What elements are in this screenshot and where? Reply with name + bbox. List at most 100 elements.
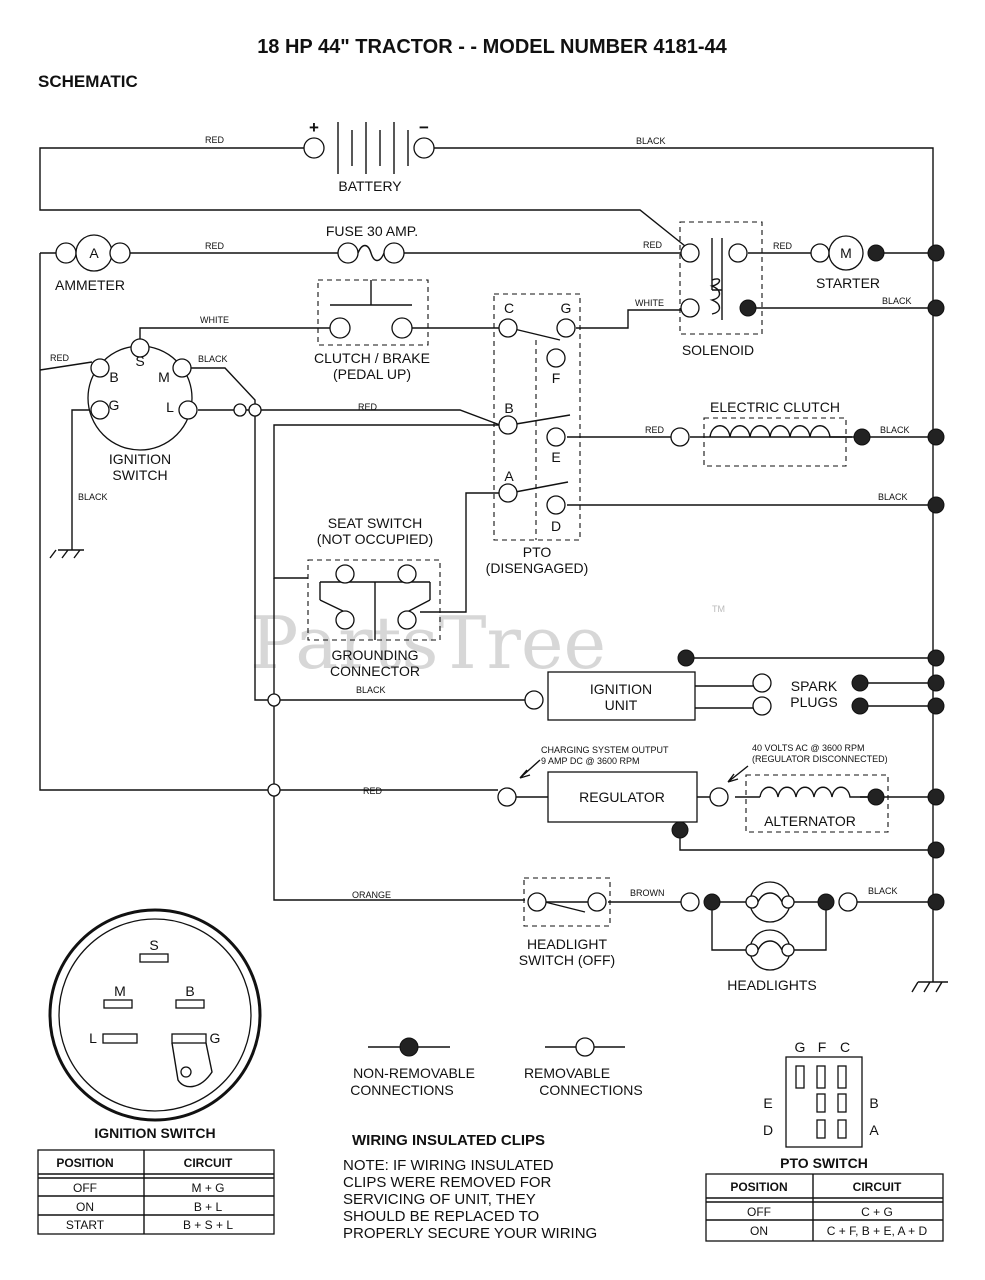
fuse: FUSE 30 AMP. <box>326 223 418 264</box>
electric-clutch: ELECTRIC CLUTCH <box>670 399 871 467</box>
ignition-table-cell: B + S + L <box>183 1218 233 1232</box>
volts-note-2: (REGULATOR DISCONNECTED) <box>752 754 888 764</box>
charging-note-2: 9 AMP DC @ 3600 RPM <box>541 756 640 766</box>
headlights: HEADLIGHTS <box>680 881 858 993</box>
pto-label-1: PTO <box>523 544 552 560</box>
ignition-switch-face: S M B L G <box>48 908 262 1122</box>
wire-label-red: RED <box>643 240 663 250</box>
pto-table-title: PTO SWITCH <box>780 1155 868 1171</box>
spark-plugs-label-2: PLUGS <box>790 694 837 710</box>
pto-face-f: F <box>818 1039 827 1055</box>
clips-note: WIRING INSULATED CLIPS NOTE: IF WIRING I… <box>343 1132 597 1242</box>
clips-note-line: CLIPS WERE REMOVED FOR <box>343 1174 552 1191</box>
battery-label: BATTERY <box>338 178 402 194</box>
ignition-table-cell: B + L <box>194 1200 223 1214</box>
pto-table-cell: ON <box>750 1224 768 1238</box>
solenoid: SOLENOID <box>679 221 763 358</box>
wire-label-red: RED <box>205 241 225 251</box>
pto-face-a: A <box>869 1122 879 1138</box>
pto-terminal-b: B <box>504 400 513 416</box>
ignition-switch-label-2: SWITCH <box>112 467 167 483</box>
alternator-label: ALTERNATOR <box>764 813 856 829</box>
ignition-table-cell: OFF <box>73 1181 97 1195</box>
wire-label-black: BLACK <box>878 492 908 502</box>
seat-switch-label-1: SEAT SWITCH <box>328 515 422 531</box>
terminal-s: S <box>135 353 144 369</box>
pto-table-cell: C + F, B + E, A + D <box>827 1224 928 1238</box>
ignition-unit-label-1: IGNITION <box>590 681 652 697</box>
pto-face-b: B <box>869 1095 878 1111</box>
ignition-switch-table: IGNITION SWITCH POSITION CIRCUIT OFF M +… <box>37 1125 275 1235</box>
wire-label-red: RED <box>363 786 383 796</box>
pto-table-cell: OFF <box>747 1205 771 1219</box>
wire-label-red: RED <box>358 402 378 412</box>
ignition-table-header-circuit: CIRCUIT <box>184 1156 233 1170</box>
legend-non-removable-2: CONNECTIONS <box>350 1082 453 1098</box>
pto-terminal-e: E <box>551 449 560 465</box>
legend: NON-REMOVABLE CONNECTIONS REMOVABLE CONN… <box>350 1037 643 1098</box>
face-terminal-l: L <box>89 1030 97 1046</box>
wire-label-brown: BROWN <box>630 888 665 898</box>
wire-label-white: WHITE <box>635 298 664 308</box>
headlight-switch: HEADLIGHT SWITCH (OFF) <box>519 892 615 968</box>
legend-non-removable-1: NON-REMOVABLE <box>353 1065 475 1081</box>
seat-switch-label-2: (NOT OCCUPIED) <box>317 531 433 547</box>
ignition-table-cell: ON <box>76 1200 94 1214</box>
pto-face-g: G <box>795 1039 806 1055</box>
headlights-label: HEADLIGHTS <box>727 977 816 993</box>
ammeter-symbol: A <box>89 245 99 261</box>
starter: M STARTER <box>810 235 885 291</box>
ignition-table-header-position: POSITION <box>56 1156 113 1170</box>
regulator-label: REGULATOR <box>579 789 665 805</box>
wire-label-orange: ORANGE <box>352 890 391 900</box>
terminal-g: G <box>109 397 120 413</box>
pto-face-e: E <box>763 1095 772 1111</box>
face-terminal-m: M <box>114 983 126 999</box>
face-terminal-g: G <box>210 1030 221 1046</box>
clutch-brake-label-1: CLUTCH / BRAKE <box>314 350 430 366</box>
clutch-brake-switch: CLUTCH / BRAKE (PEDAL UP) <box>314 317 430 382</box>
pto-terminal-g: G <box>561 300 572 316</box>
ammeter-label: AMMETER <box>55 277 125 293</box>
ignition-switch-label-1: IGNITION <box>109 451 171 467</box>
terminal-m: M <box>158 369 170 385</box>
clips-note-line: PROPERLY SECURE YOUR WIRING <box>343 1225 597 1242</box>
wire-label-black: BLACK <box>880 425 910 435</box>
wire-label-red: RED <box>773 241 793 251</box>
starter-label: STARTER <box>816 275 880 291</box>
battery: + − BATTERY <box>303 118 435 194</box>
pto-table-header-position: POSITION <box>730 1180 787 1194</box>
clips-note-heading: WIRING INSULATED CLIPS <box>352 1132 545 1149</box>
page-title: 18 HP 44" TRACTOR - - MODEL NUMBER 4181-… <box>257 36 727 58</box>
wire-label-red: RED <box>645 425 665 435</box>
wire-labels: RED BLACK RED RED RED WHITE BLACK WHITE … <box>50 135 912 900</box>
solenoid-label: SOLENOID <box>682 342 754 358</box>
ignition-table-title: IGNITION SWITCH <box>94 1125 215 1141</box>
ignition-unit: IGNITION UNIT <box>524 649 696 721</box>
pto-switch-table: PTO SWITCH POSITION CIRCUIT OFF C + G ON… <box>705 1155 944 1242</box>
regulator: REGULATOR CHARGING SYSTEM OUTPUT 9 AMP D… <box>497 745 698 839</box>
alternator: ALTERNATOR 40 VOLTS AC @ 3600 RPM (REGUL… <box>709 743 888 829</box>
ignition-table-cell: M + G <box>191 1181 224 1195</box>
pto-switch: C G F B E A D PTO (DISENGAGED) <box>486 300 589 576</box>
volts-note-1: 40 VOLTS AC @ 3600 RPM <box>752 743 865 753</box>
headlight-switch-label-1: HEADLIGHT <box>527 936 608 952</box>
pto-terminal-d: D <box>551 518 561 534</box>
pto-face-c: C <box>840 1039 850 1055</box>
ignition-unit-label-2: UNIT <box>605 697 638 713</box>
seat-switch: SEAT SWITCH (NOT OCCUPIED) GROUNDING CON… <box>317 515 433 679</box>
clips-note-line: SERVICING OF UNIT, THEY <box>343 1191 536 1208</box>
wire-label-red: RED <box>50 353 70 363</box>
ignition-table-cell: START <box>66 1218 105 1232</box>
ground-bus-junctions <box>927 244 945 911</box>
headlight-switch-label-2: SWITCH (OFF) <box>519 952 615 968</box>
battery-plus: + <box>309 118 319 137</box>
electric-clutch-label: ELECTRIC CLUTCH <box>710 399 840 415</box>
watermark-tm: TM <box>712 604 725 614</box>
face-terminal-b: B <box>185 983 194 999</box>
wire-label-black: BLACK <box>636 136 666 146</box>
pto-face-d: D <box>763 1122 773 1138</box>
legend-removable-2: CONNECTIONS <box>539 1082 642 1098</box>
page-subtitle: SCHEMATIC <box>38 72 138 91</box>
